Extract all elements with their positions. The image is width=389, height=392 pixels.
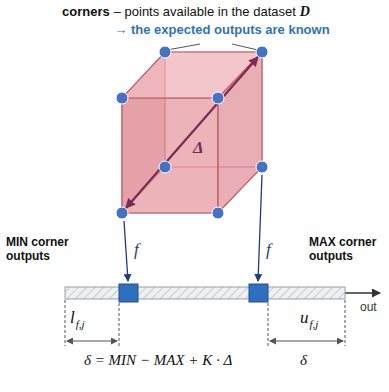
- upper-bound-symbol: u: [300, 308, 309, 328]
- f-arrow: [258, 175, 262, 281]
- dimension-arrow: [67, 341, 117, 342]
- axis-label: out: [360, 301, 377, 315]
- caption-keyword: corners: [62, 5, 110, 20]
- dimension-guides: [65, 300, 345, 346]
- max-corner-label: MAX corner outputs: [309, 236, 387, 264]
- cube: [122, 52, 262, 213]
- caption-text: – points available in the dataset: [114, 5, 296, 20]
- min-output-square: [119, 284, 138, 302]
- diagonal-arrow: [126, 57, 258, 208]
- leader-line: [167, 44, 200, 50]
- delta-equation: δ = MIN − MAX + K · Δ: [84, 352, 232, 369]
- diagonal-label: Δ: [193, 138, 204, 158]
- min-corner-label: MIN corner outputs: [6, 236, 80, 264]
- f-arrow: [124, 221, 128, 281]
- leader-line: [232, 44, 258, 50]
- lower-bound-symbol: l: [70, 308, 75, 328]
- output-range-bar: [65, 287, 345, 299]
- dataset-symbol: D: [300, 4, 310, 20]
- max-output-square: [249, 284, 268, 302]
- lower-bound-subscript: f,j: [76, 318, 85, 331]
- function-symbol: f: [266, 240, 271, 260]
- caption-note: → the expected outputs are known: [114, 23, 329, 38]
- delta-label: δ: [300, 352, 307, 369]
- function-symbol: f: [134, 240, 139, 260]
- upper-bound-subscript: f,j: [310, 318, 319, 331]
- corner-dots: [116, 46, 268, 219]
- axis-arrow: [345, 292, 380, 293]
- dimension-arrow: [270, 341, 343, 342]
